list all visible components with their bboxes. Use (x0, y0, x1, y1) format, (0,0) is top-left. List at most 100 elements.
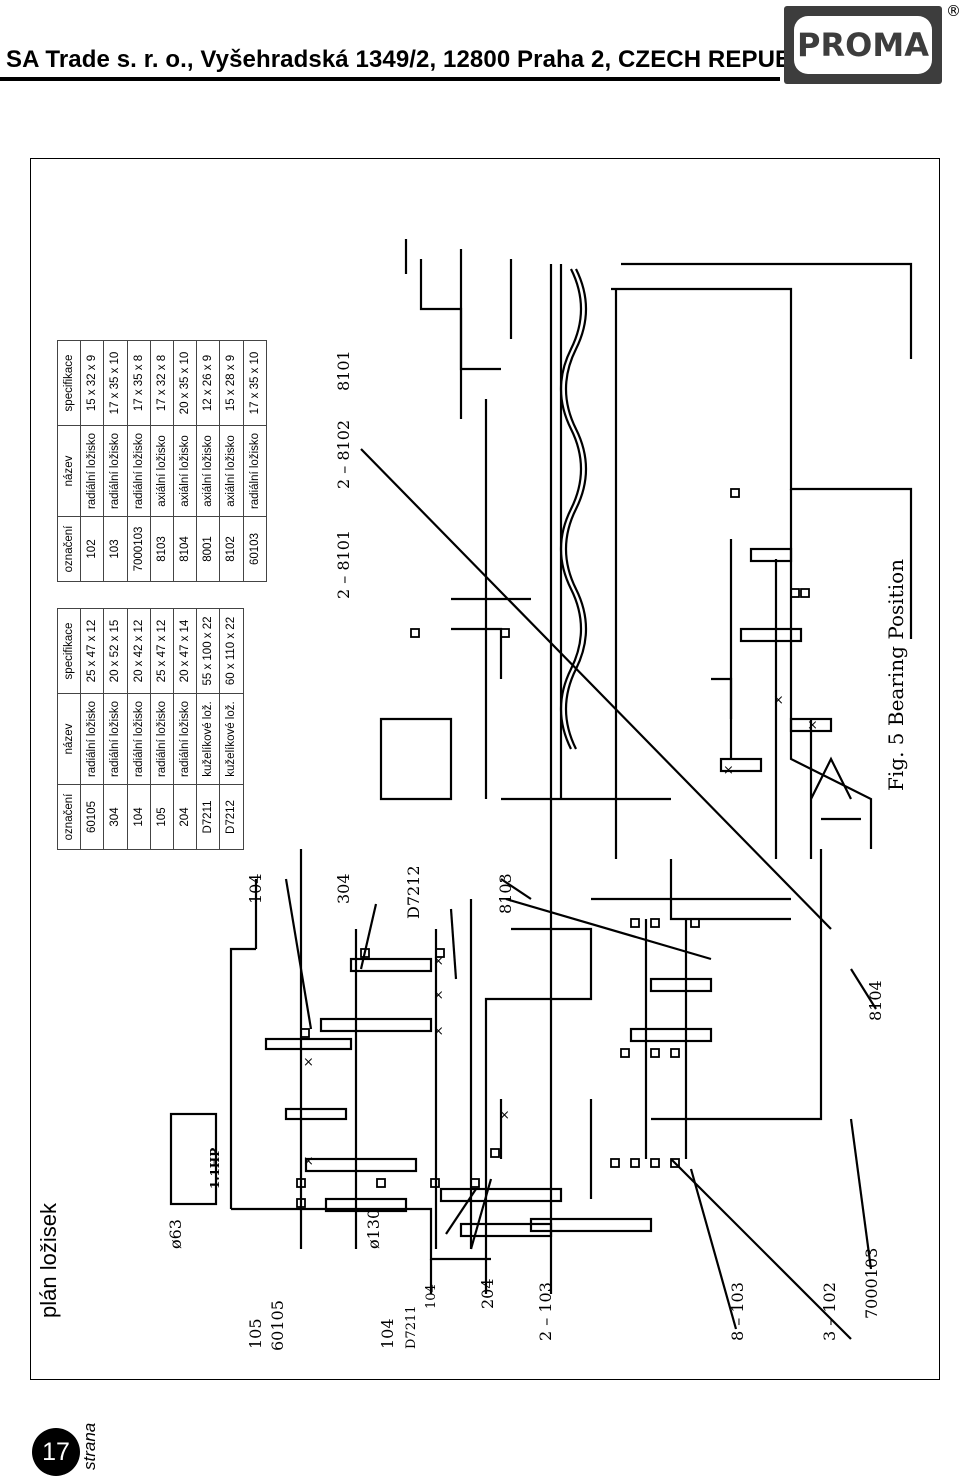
cell-name: kuželíkové lož. (196, 693, 220, 785)
cell-name: radiální ložisko (80, 693, 104, 785)
cell-name: radiální ložisko (80, 425, 104, 517)
page-number: 17 (42, 1437, 70, 1466)
cell-name: radiální ložisko (127, 425, 151, 517)
label-204: 204 (478, 1278, 497, 1309)
cell-spec: 17 x 35 x 10 (103, 340, 128, 426)
gear-mark: × (433, 954, 444, 969)
diagram-frame: × × × × × × × × × 105 60105 ø63 104 304 … (30, 158, 940, 1380)
col-header-code: označení (57, 516, 81, 582)
cell-code: 8102 (219, 516, 243, 582)
label-105: 105 (246, 1318, 265, 1349)
gear-mark: × (723, 763, 734, 778)
cell-spec: 20 x 42 x 12 (127, 608, 151, 694)
motor-label: 1.1HP (208, 1148, 222, 1189)
cell-spec: 15 x 28 x 9 (219, 340, 243, 426)
cell-spec: 25 x 47 x 12 (150, 608, 174, 694)
col-header-name: název (57, 425, 81, 517)
cell-code: 8103 (150, 516, 174, 582)
cell-code: D7212 (219, 784, 243, 850)
col-header-name: název (57, 693, 81, 785)
label-8103: 8103 (496, 873, 515, 914)
page-number-badge: 17 (32, 1428, 80, 1476)
cell-code: 60105 (80, 784, 104, 850)
label-o130: ø130 (364, 1209, 383, 1249)
page-word: strana (80, 1422, 99, 1470)
cell-name: axiální ložisko (219, 425, 243, 517)
cell-code: 104 (127, 784, 151, 850)
cell-spec: 15 x 32 x 9 (80, 340, 104, 426)
cell-name: radiální ložisko (103, 693, 128, 785)
figure-caption: Fig. 5 Bearing Position (884, 559, 908, 791)
cell-code: 8001 (196, 516, 220, 582)
gear-mark: × (303, 1055, 314, 1070)
cell-spec: 17 x 35 x 10 (243, 340, 267, 426)
cell-spec: 17 x 35 x 8 (127, 340, 151, 426)
gear-mark: × (433, 1024, 444, 1039)
logo-text: PROMA (797, 26, 929, 64)
cell-code: 60103 (243, 516, 267, 582)
label-d7211: D7211 (404, 1305, 419, 1349)
header-rule (0, 77, 780, 81)
cell-code: 103 (103, 516, 128, 582)
col-header-spec: specifikace (57, 340, 81, 426)
cell-name: radiální ložisko (173, 693, 197, 785)
label-2-8101: 2 – 8101 (334, 530, 353, 599)
cell-spec: 17 x 32 x 8 (150, 340, 174, 426)
label-2-103: 2 – 103 (536, 1282, 555, 1341)
label-304: 304 (334, 873, 353, 904)
cell-code: 204 (173, 784, 197, 850)
label-104-top: 104 (246, 873, 265, 904)
cell-code: 304 (103, 784, 128, 850)
logo-inner: PROMA (794, 16, 932, 74)
label-o63: ø63 (166, 1219, 185, 1249)
label-8-103: 8 – 103 (728, 1282, 747, 1341)
label-3-102: 3 – 102 (820, 1282, 839, 1341)
label-8101: 8101 (334, 350, 353, 391)
col-header-code: označení (57, 784, 81, 850)
cell-spec: 20 x 35 x 10 (173, 340, 197, 426)
cell-spec: 55 x 100 x 22 (196, 608, 220, 694)
cell-code: 102 (80, 516, 104, 582)
label-2-8102: 2 – 8102 (334, 420, 353, 489)
cell-name: radiální ložisko (243, 425, 267, 517)
company-address: SA Trade s. r. o., Vyšehradská 1349/2, 1… (6, 46, 832, 73)
bearing-diagram: × × × × × × × × × 105 60105 ø63 104 304 … (166, 239, 913, 1351)
cell-name: axiální ložisko (150, 425, 174, 517)
cell-spec: 20 x 47 x 14 (173, 608, 197, 694)
cell-name: kuželíkové lož. (219, 693, 243, 785)
gear-mark: × (807, 718, 818, 733)
gear-mark: × (303, 1154, 314, 1169)
registered-mark: ® (946, 2, 960, 20)
cell-name: radiální ložisko (150, 693, 174, 785)
gear-mark: × (773, 693, 784, 708)
label-d7212: D7212 (404, 865, 423, 919)
gear-mark: × (499, 1108, 510, 1123)
label-104-mid: 104 (378, 1318, 397, 1349)
cell-code: D7211 (196, 784, 220, 850)
label-8104: 8104 (866, 980, 885, 1021)
label-7000103: 7000103 (862, 1248, 881, 1319)
cell-code: 7000103 (127, 516, 151, 582)
label-104-low: 104 (424, 1284, 439, 1309)
cell-name: axiální ložisko (196, 425, 220, 517)
cell-code: 105 (150, 784, 174, 850)
label-60105: 60105 (268, 1300, 287, 1351)
proma-logo: PROMA (784, 6, 942, 84)
cell-spec: 25 x 47 x 12 (80, 608, 104, 694)
